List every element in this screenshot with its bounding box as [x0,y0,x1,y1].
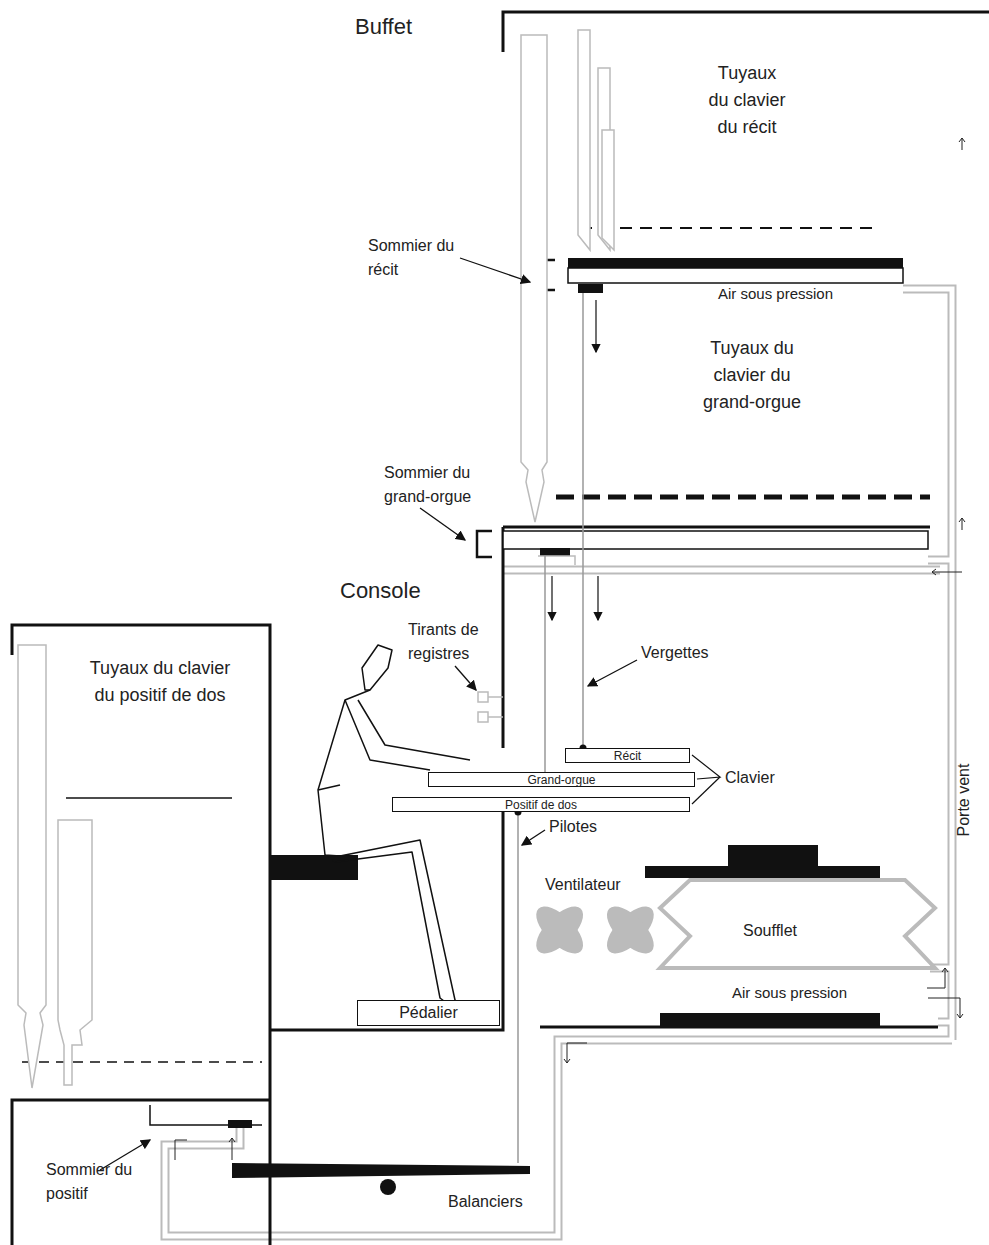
part-label: Air sous pression [718,283,878,306]
keyboard-manual: Grand-orgue [428,772,695,787]
pedalboard-box: Pédalier [357,1000,500,1026]
node-text: Pédalier [399,1005,458,1021]
node-text: Grand-orgue [527,774,595,786]
part-label: Sommier du grand-orgue [384,461,494,509]
part-label: Buffet [355,10,475,43]
part-label: Pilotes [549,815,629,839]
part-label: Tirants de registres [408,618,508,666]
part-label: Ventilateur [545,873,665,897]
part-label: Sommier du récit [368,234,468,282]
bellows-label: Soufflet [715,918,825,944]
part-label: Tuyaux du clavier du positif de dos [85,655,235,709]
keyboard-manual: Positif de dos [392,797,690,812]
part-label: Porte vent [952,755,976,845]
node-text: Positif de dos [505,799,577,811]
node-text: Soufflet [743,923,797,939]
part-label: Balanciers [448,1190,568,1214]
part-label: Vergettes [641,641,741,665]
part-label: Sommier du positif [46,1158,156,1206]
part-label: Air sous pression [732,982,892,1005]
part-label: Clavier [725,766,815,790]
part-label: Console [340,574,460,607]
node-text: Récit [614,750,641,762]
part-label: Tuyaux du clavier du récit [707,60,787,141]
keyboard-manual: Récit [565,748,690,763]
part-label: Tuyaux du clavier du grand-orgue [697,335,807,416]
